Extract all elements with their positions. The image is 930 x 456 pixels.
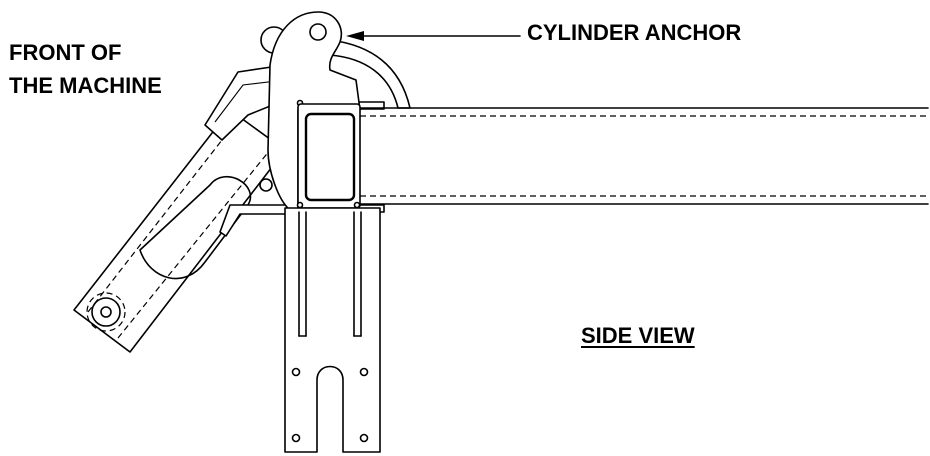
cross-member <box>357 101 929 213</box>
hanging-plate <box>284 207 381 453</box>
front-of-machine-label: FRONT OF THE MACHINE <box>9 36 162 102</box>
tube-section <box>296 103 361 209</box>
angled-arm <box>73 109 286 353</box>
cylinder-anchor <box>267 11 361 211</box>
front-label-line2: THE MACHINE <box>9 73 162 98</box>
anchor-leader-arrow <box>346 31 521 41</box>
side-view-label: SIDE VIEW <box>581 323 695 348</box>
front-label-line1: FRONT OF <box>9 40 122 65</box>
cylinder-anchor-label: CYLINDER ANCHOR <box>527 20 742 45</box>
